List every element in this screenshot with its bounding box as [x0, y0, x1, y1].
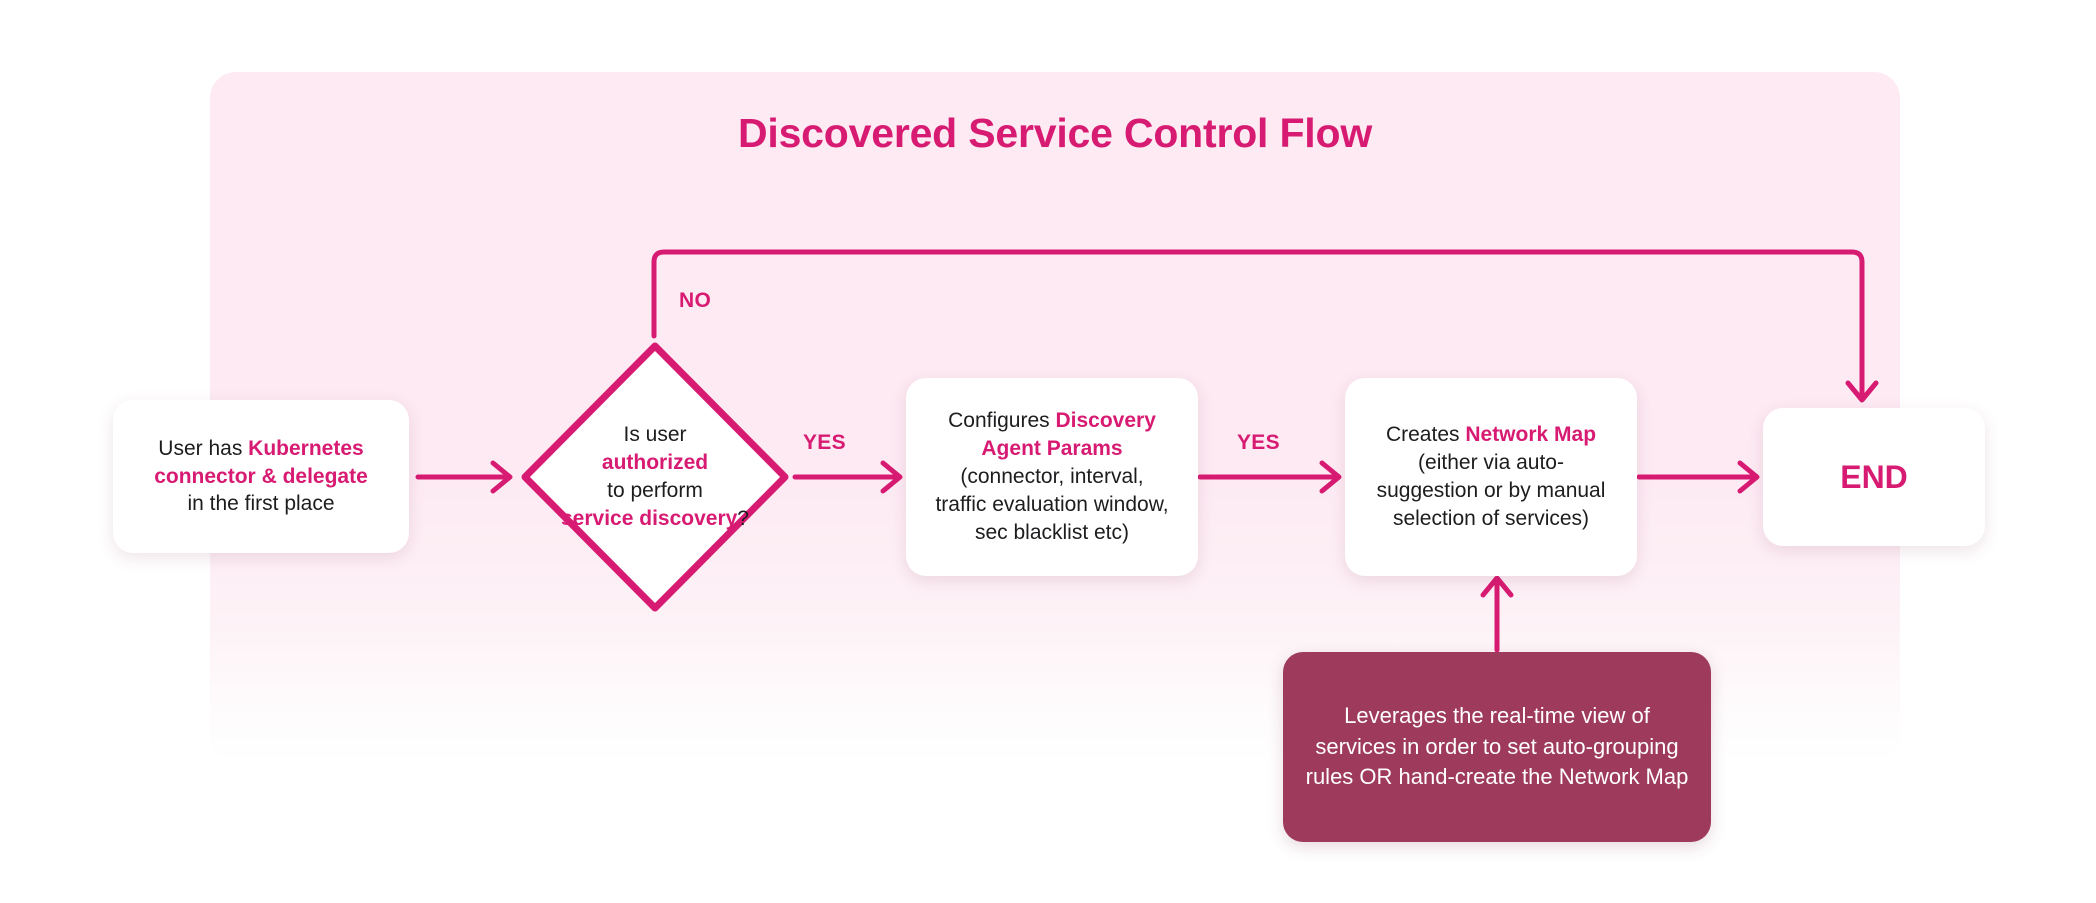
page-title: Discovered Service Control Flow — [737, 110, 1373, 156]
node-decision-line4-highlight: service discovery — [561, 506, 738, 530]
node-params-line4-plain: traffic evaluation window, — [935, 492, 1169, 516]
node-annotation-note[interactable]: Leverages the real-time view of services… — [1283, 652, 1711, 842]
diamond-shape — [521, 342, 789, 612]
node-decision-label-wrap: Is user authorized to perform service di… — [517, 338, 793, 616]
node-start-line1-highlight: Kubernetes — [248, 436, 364, 460]
node-decision-line1-plain: Is user — [623, 423, 687, 447]
node-start-line3-plain: in the first place — [187, 492, 335, 516]
node-netmap-label: Creates Network Map (either via auto- su… — [1363, 421, 1620, 533]
node-params-label: Configures Discovery Agent Params (conne… — [921, 407, 1182, 547]
node-netmap-line1-highlight: Network Map — [1465, 423, 1597, 447]
node-params-line3-plain: (connector, interval, — [960, 465, 1144, 489]
node-end-label: END — [1840, 458, 1908, 495]
node-netmap-line4-plain: selection of services) — [1392, 506, 1590, 530]
node-end[interactable]: END — [1763, 408, 1985, 546]
node-decision-line4-suffix: ? — [737, 506, 749, 530]
node-decision[interactable]: Is user authorized to perform service di… — [517, 338, 793, 616]
node-start-line2-highlight: connector & delegate — [154, 464, 368, 488]
edge-label-yes-params: YES — [1237, 431, 1280, 454]
node-params-line2-highlight: Agent Params — [981, 437, 1123, 461]
node-start[interactable]: User has Kubernetes connector & delegate… — [113, 400, 409, 553]
node-netmap-line1-plain: Creates — [1385, 423, 1466, 447]
edge-label-yes-decision: YES — [803, 431, 846, 454]
node-params-line1-plain: Configures — [948, 409, 1056, 433]
node-netmap-line3-plain: suggestion or by manual — [1376, 479, 1606, 502]
edge-label-no: NO — [679, 289, 712, 312]
node-decision-line2-highlight: authorized — [601, 451, 709, 475]
node-decision-label: Is user authorized to perform service di… — [548, 421, 763, 533]
node-note-label: Leverages the real-time view of services… — [1305, 703, 1689, 790]
node-params-line1-highlight: Discovery — [1055, 409, 1156, 433]
node-start-line1-plain: User has — [158, 436, 249, 460]
node-network-map[interactable]: Creates Network Map (either via auto- su… — [1345, 378, 1637, 576]
node-start-label: User has Kubernetes connector & delegate… — [140, 435, 382, 519]
node-decision-line3-plain: to perform — [607, 479, 703, 502]
node-netmap-line2-plain: (either via auto- — [1418, 451, 1564, 475]
node-params-line5-plain: sec blacklist etc) — [974, 520, 1130, 544]
node-discovery-agent-params[interactable]: Configures Discovery Agent Params (conne… — [906, 378, 1198, 576]
